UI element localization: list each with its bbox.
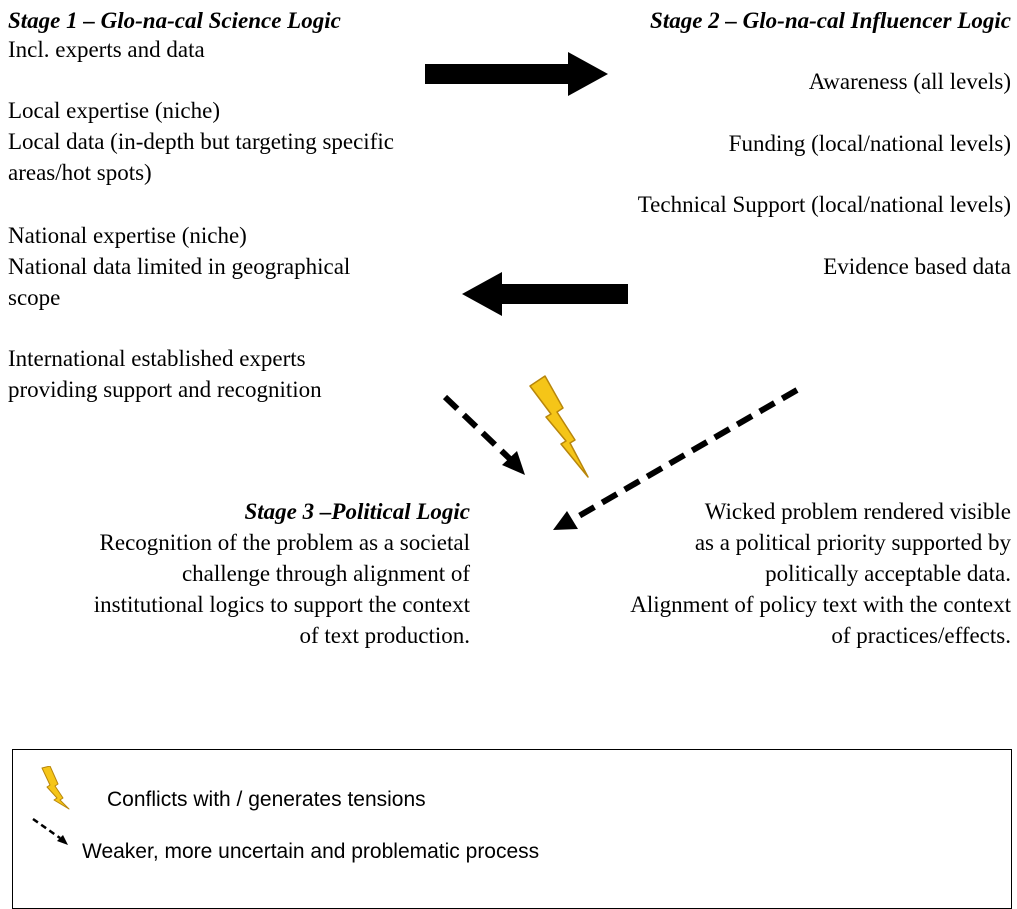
stage3-line: challenge through alignment of bbox=[181, 561, 470, 586]
stage3-title: Stage 3 –Political Logic bbox=[244, 499, 471, 524]
stage3-line: institutional logics to support the cont… bbox=[93, 592, 470, 617]
stage1-line: Incl. experts and data bbox=[8, 37, 205, 62]
stage1-line: scope bbox=[8, 285, 61, 310]
stage1-line: Local expertise (niche) bbox=[8, 98, 220, 123]
stage2-line: Awareness (all levels) bbox=[808, 69, 1011, 94]
legend-dashed-arrow-icon bbox=[32, 817, 68, 845]
stage3-line: Recognition of the problem as a societal bbox=[99, 530, 470, 555]
outcome-line: of practices/effects. bbox=[831, 623, 1011, 648]
stage2-line: Funding (local/national levels) bbox=[728, 131, 1011, 156]
solid-arrow-right bbox=[425, 52, 608, 96]
solid-arrow-left bbox=[462, 272, 628, 316]
outcome-line: politically acceptable data. bbox=[765, 561, 1011, 586]
legend-weak-label: Weaker, more uncertain and problematic p… bbox=[82, 840, 540, 863]
stage1-line: International established experts bbox=[8, 346, 306, 371]
stage1-line: providing support and recognition bbox=[8, 377, 322, 402]
dashed-arrow-stage2-to-stage3 bbox=[553, 387, 799, 530]
stage2-line: Technical Support (local/national levels… bbox=[637, 192, 1011, 217]
stage2-line: Evidence based data bbox=[823, 254, 1011, 279]
outcome-line: Alignment of policy text with the contex… bbox=[630, 592, 1011, 617]
legend-lightning-icon bbox=[41, 766, 70, 810]
stage1-line: National expertise (niche) bbox=[8, 223, 247, 248]
dashed-arrow-stage1-to-stage3 bbox=[442, 394, 525, 475]
outcome-line: as a political priority supported by bbox=[694, 530, 1011, 555]
stage1-title: Stage 1 – Glo-na-cal Science Logic bbox=[8, 8, 341, 33]
outcome-line: Wicked problem rendered visible bbox=[704, 499, 1011, 524]
stage1-line: areas/hot spots) bbox=[8, 160, 152, 185]
lightning-bolt-icon bbox=[529, 375, 589, 478]
legend-box bbox=[12, 749, 1012, 909]
stage1-line: National data limited in geographical bbox=[8, 254, 351, 279]
legend-conflict-label: Conflicts with / generates tensions bbox=[107, 788, 426, 811]
stage1-line: Local data (in-depth but targeting speci… bbox=[8, 129, 394, 154]
stage2-title: Stage 2 – Glo-na-cal Influencer Logic bbox=[650, 8, 1011, 33]
stage3-line: of text production. bbox=[299, 623, 470, 648]
